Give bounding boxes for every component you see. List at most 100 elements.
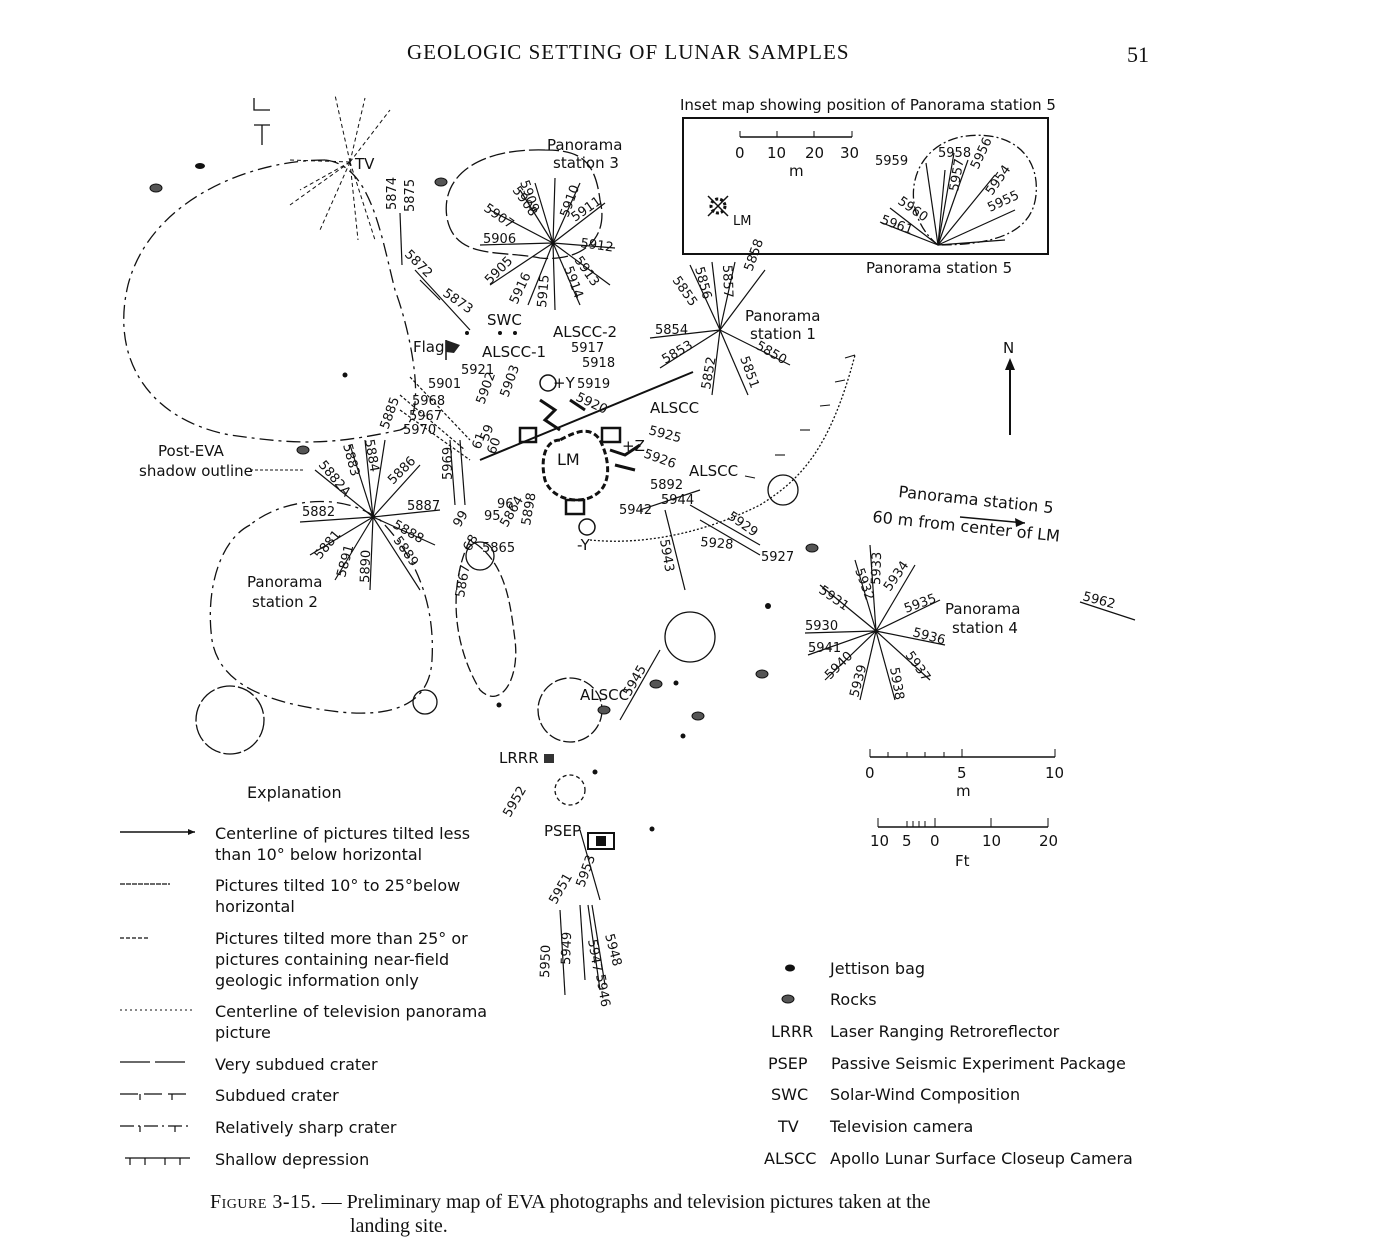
photo-label: 5857 [719,265,735,299]
station-2-label-2: station 2 [252,593,318,611]
photo-label: 5916 [507,270,535,306]
lm-label: LM [557,450,580,469]
photo-label: 5941 [808,641,841,656]
scale-ft-tick: 20 [1039,832,1058,850]
station-2-label-1: Panorama [247,573,322,591]
crater-arc-east [589,354,856,542]
station-3-label-2: station 3 [553,154,619,172]
scale-m-unit: m [956,782,971,800]
abbrev-text: Television camera [830,1117,974,1136]
abbrev-jettison-bag: Jettison bag [830,959,926,978]
explanation-legend: Explanation [120,783,795,1165]
inset-photo-label: 5959 [875,154,908,169]
photo-label: 5938 [886,666,907,701]
photo-label: 5912 [579,236,614,255]
photo-label: 60 [485,436,505,457]
abbrev-text: Passive Seismic Experiment Package [831,1054,1126,1073]
photo-label: 95 [484,509,501,524]
photo-label: 5939 [847,663,870,699]
abbrev-rocks: Rocks [830,990,877,1009]
alscc-label: ALSCC [650,399,699,417]
inset-scale-tick: 30 [840,144,859,162]
inset-scale-tick: 20 [805,144,824,162]
post-eva-label-2: shadow outline [139,462,253,480]
alscc-1-label: ALSCC-1 [482,343,546,361]
north-arrow: N [1003,339,1015,435]
photo-label: 5969 [441,447,456,480]
photo-label: 5937 [902,649,933,685]
jettison-bags [195,163,771,832]
abbrev-key: ALSCC [764,1149,817,1168]
photo-label: 5907 [481,201,517,232]
photo-label: 5921 [461,363,494,378]
caption-text-2: landing site. [350,1215,448,1237]
photo-label: 5944 [661,493,694,508]
figure-number: Figure 3-15. [210,1191,317,1213]
inset-title: Inset map showing position of Panorama s… [680,96,1056,114]
inset-scale-tick: 0 [735,144,745,162]
photo-label: 5930 [805,619,838,634]
inset-crater [912,134,1037,246]
abbrev-key: LRRR [771,1022,814,1041]
lrrr-label: LRRR [499,749,539,767]
running-head: GEOLOGIC SETTING OF LUNAR SAMPLES [407,40,850,64]
scale-ft-tick: 10 [870,832,889,850]
photo-label: 59 [478,423,498,444]
photo-label: 61 [470,431,490,452]
photo-centerlines [399,212,1136,996]
abbrev-key: SWC [771,1085,809,1104]
abbrev-key: TV [778,1117,799,1136]
figure-caption: Figure 3-15. — Preliminary map of EVA ph… [210,1190,931,1238]
lunar-module [518,374,641,536]
station-3-label-1: Panorama [547,136,622,154]
legend-item-very-subdued: Very subdued crater [215,1055,378,1074]
scale-bar-meters: 0 5 10 m [865,749,1064,800]
photo-label: 5853 [660,338,696,368]
alscc-2-label: ALSCC-2 [553,323,617,341]
abbrev-text: Solar-Wind Composition [830,1085,1021,1104]
caption-dash: — [316,1191,347,1213]
photo-label: 5933 [869,552,885,586]
photo-label: 5852 [699,355,720,390]
photo-label: 5887 [407,499,440,514]
photo-label: 5952 [500,784,530,820]
photo-label: 5851 [736,354,761,390]
abbrev-text: Laser Ranging Retroreflector [830,1022,1060,1041]
photo-label: 68 [460,532,481,554]
plus-z-label: +Z [622,437,645,455]
swc-label: SWC [487,311,522,329]
large-crater-west [123,159,417,443]
photo-label: 5925 [647,423,683,446]
flag-icon [445,340,460,360]
photo-label: 5948 [601,932,624,968]
inset-station-label: Panorama station 5 [866,259,1012,277]
photo-label: 5885 [378,395,403,431]
minus-y-label: -Y [577,536,591,554]
photo-label: 5927 [761,550,794,565]
photo-label: 5854 [655,323,688,338]
photo-label: 5891 [334,543,357,579]
photo-label: 5872 [401,247,435,281]
station-5-arrow [959,516,1026,524]
inset-photo-label: 5956 [968,135,996,171]
station-1-label-1: Panorama [745,307,820,325]
photo-label: 5867 [453,563,474,598]
station-1-label-2: station 1 [750,325,816,343]
photo-label: 5945 [620,663,650,699]
crater-station-2 [209,500,434,714]
photo-label: 5919 [577,377,610,392]
tv-label: TV [354,155,375,173]
photo-label: 5951 [546,871,576,907]
inset-scale-tick: 10 [767,144,786,162]
plus-y-label: +Y [553,374,576,392]
photo-label: 5946 [592,973,613,1008]
photo-number-labels: 5909 5908 5910 5907 5911 5906 5912 5905 … [302,177,1117,1008]
alscc-label: ALSCC [689,462,738,480]
legend-item-subdued: Subdued crater [215,1086,339,1105]
photo-label: 5962 [1081,589,1117,612]
station-4-label-2: station 4 [952,619,1018,637]
photo-label: 5935 [902,591,938,616]
